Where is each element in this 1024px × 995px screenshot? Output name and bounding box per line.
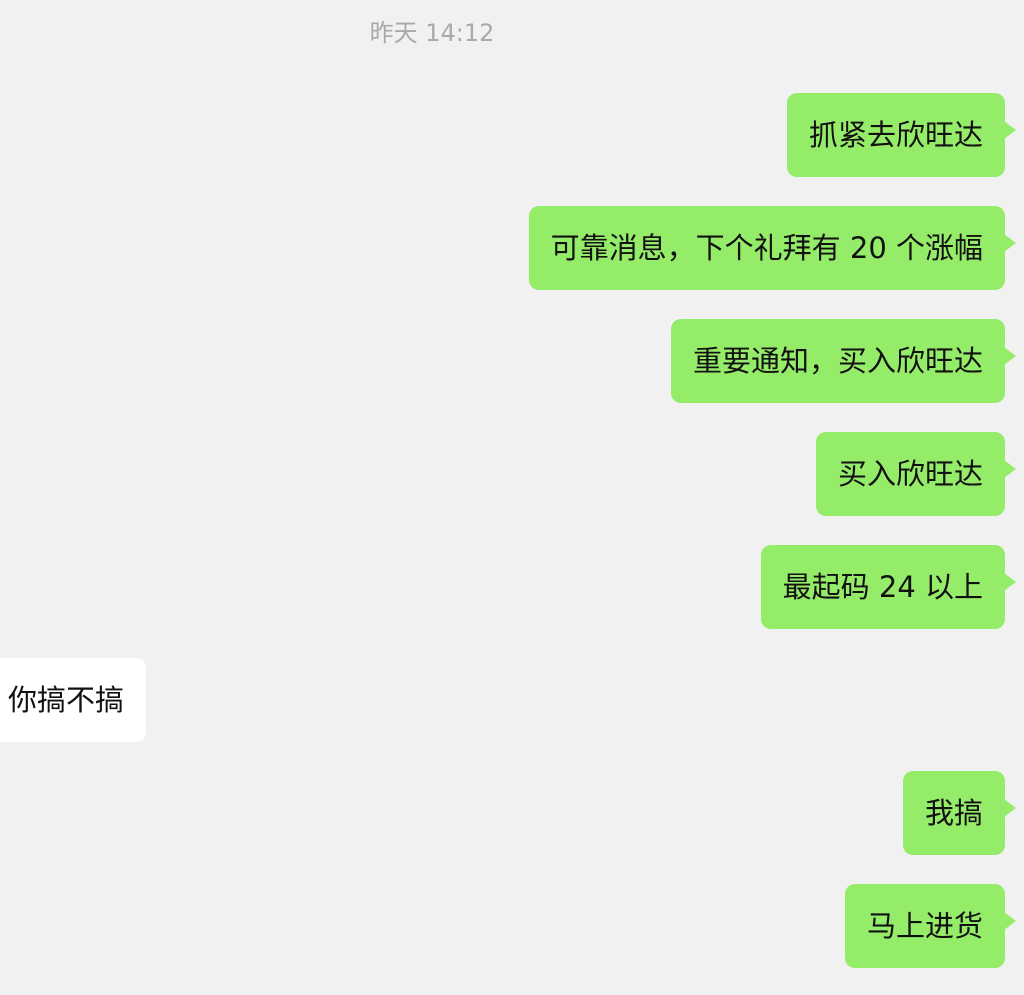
message-timestamp: 昨天 14:12 [369, 19, 495, 47]
outgoing-message-bubble[interactable]: 可靠消息，下个礼拜有 20 个涨幅 [528, 206, 1017, 290]
outgoing-message-bubble[interactable]: 我搞 [902, 771, 1017, 855]
outgoing-message-bubble[interactable]: 抓紧去欣旺达 [786, 93, 1017, 177]
incoming-message-bubble[interactable]: 你搞不搞 [0, 658, 147, 742]
outgoing-message-bubble[interactable]: 重要通知，买入欣旺达 [670, 319, 1017, 403]
outgoing-message-bubble[interactable]: 最起码 24 以上 [760, 545, 1017, 629]
outgoing-message-bubble[interactable]: 买入欣旺达 [815, 432, 1017, 516]
outgoing-message-bubble[interactable]: 马上进货 [844, 884, 1017, 968]
